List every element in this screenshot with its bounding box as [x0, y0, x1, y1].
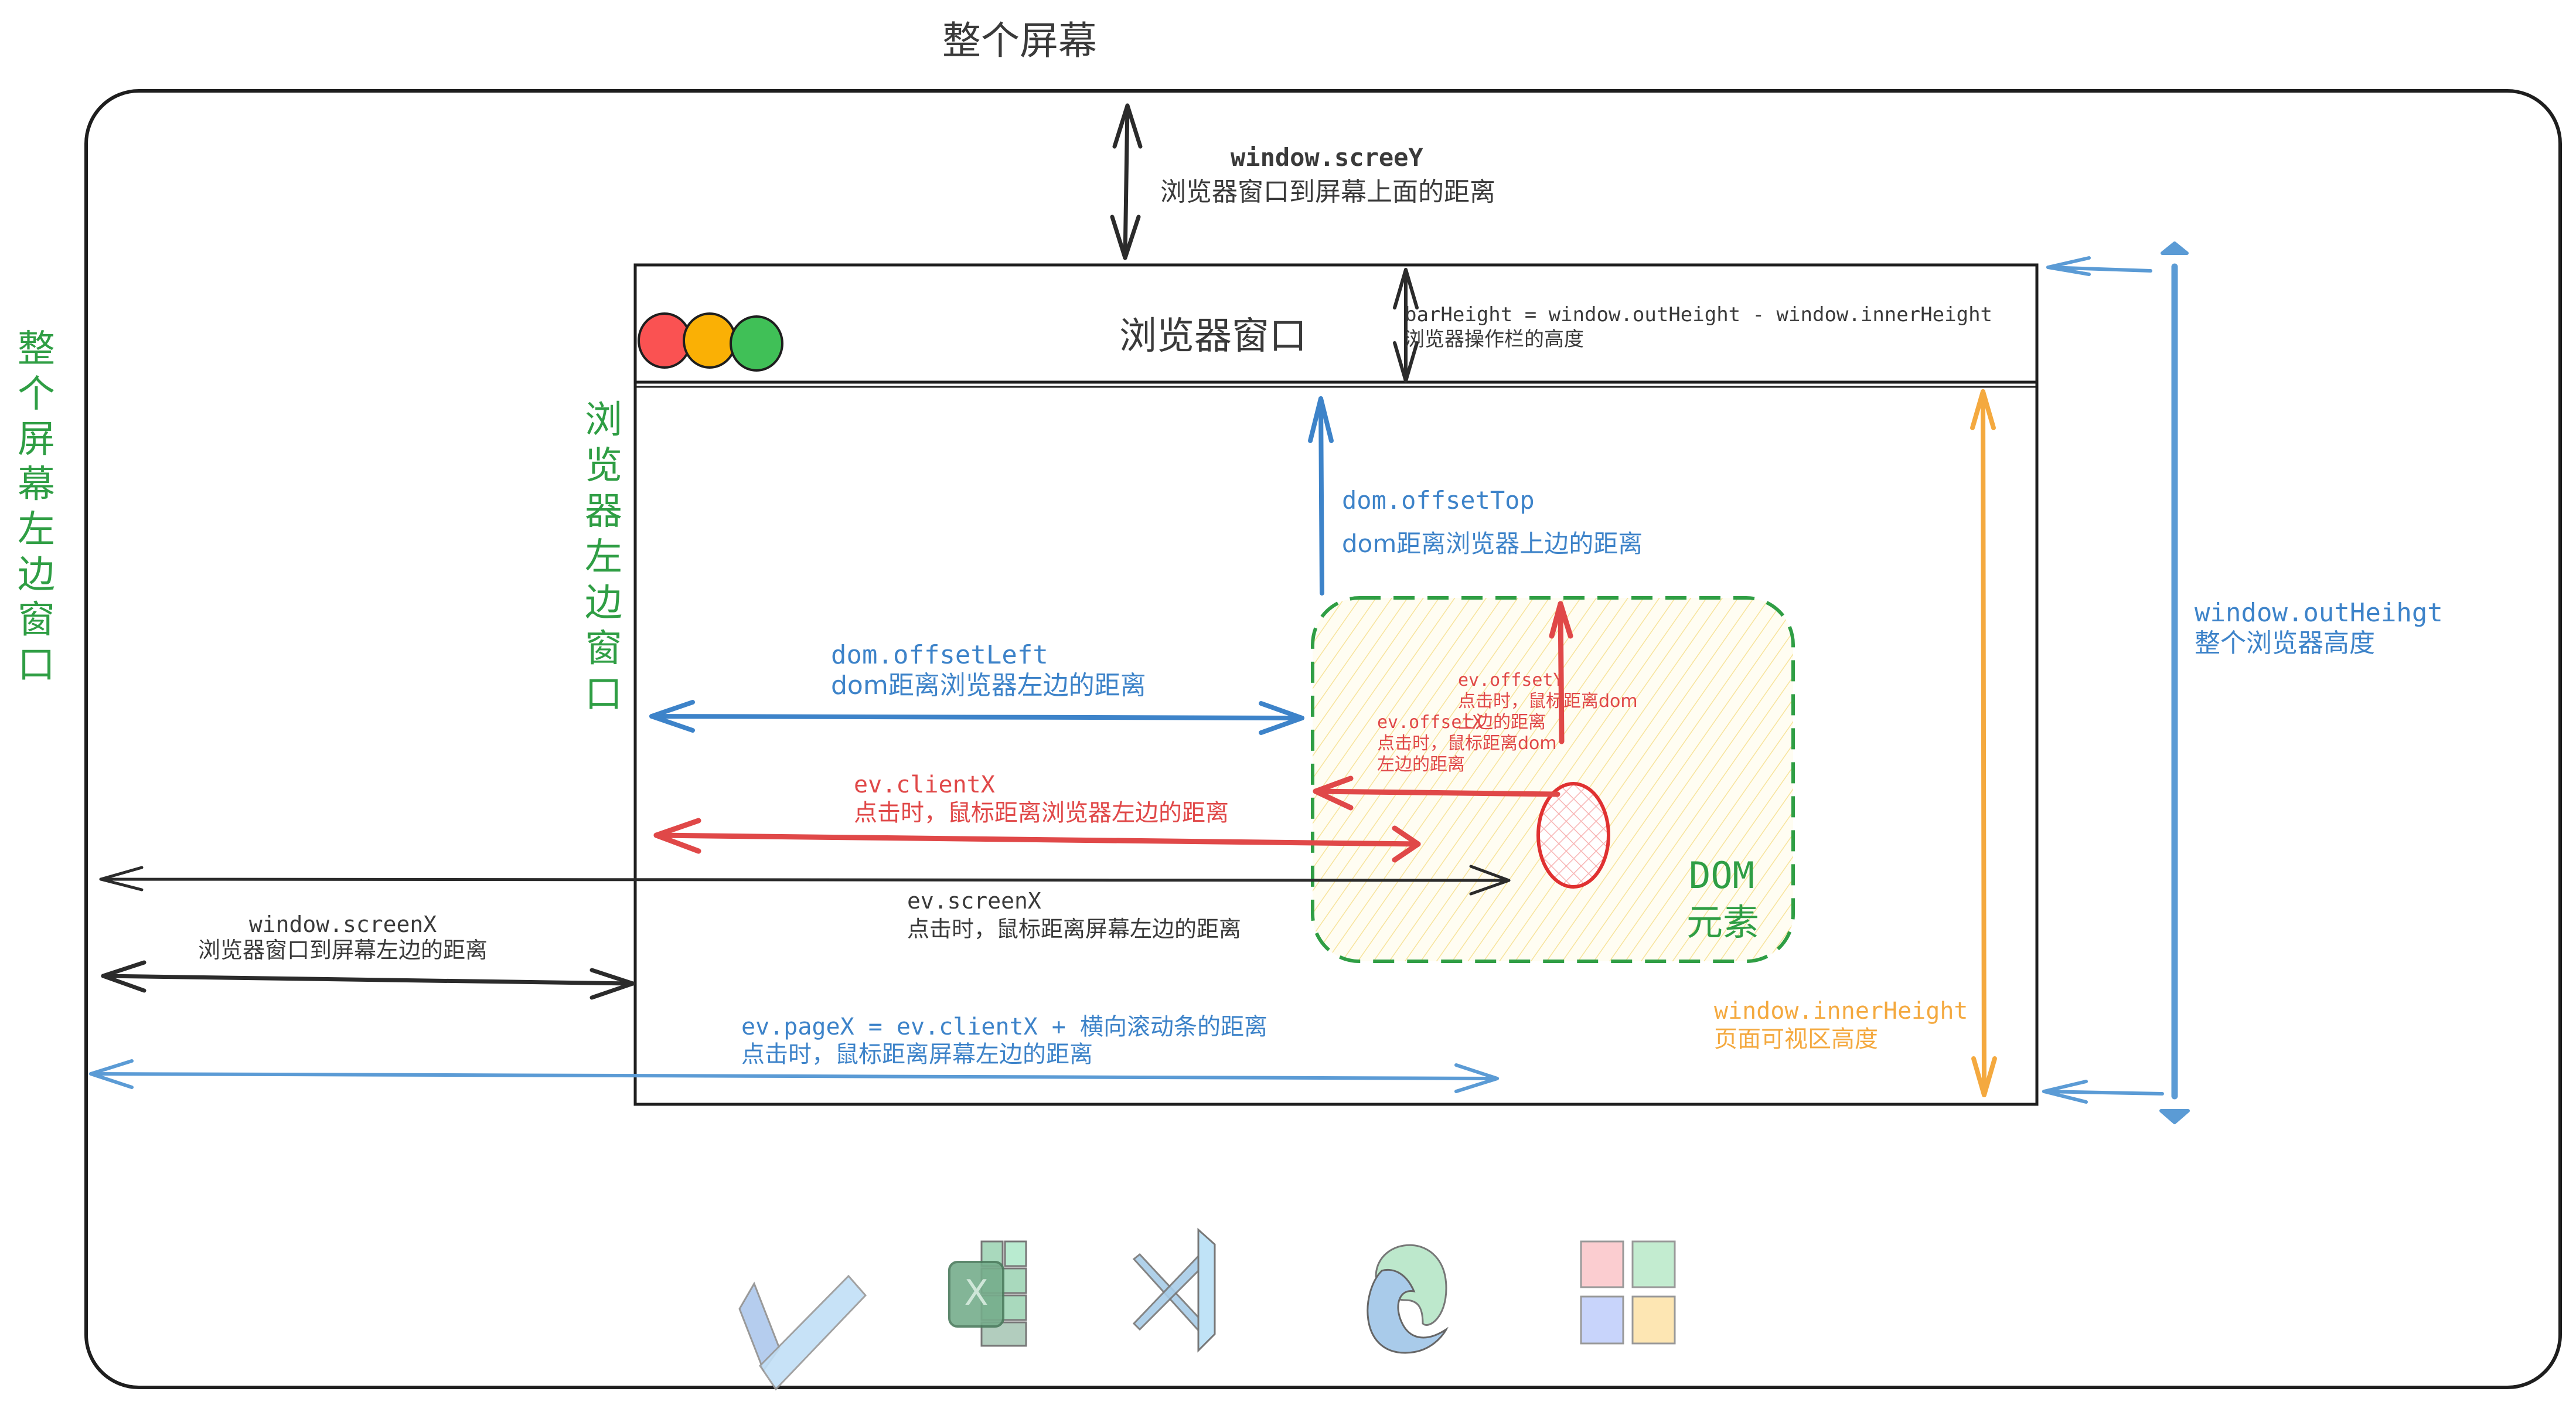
offsetX-code: ev.offsetX [1377, 712, 1483, 733]
outHeight-code: window.outHeihgt [2195, 598, 2443, 628]
screen-left-char: 窗 [18, 598, 55, 642]
offsetY-code: ev.offsetY [1458, 670, 1564, 690]
click-point[interactable] [1536, 782, 1610, 889]
pageX-desc: 点击时，鼠标距离屏幕左边的距离 [741, 1041, 1093, 1068]
offsetX-arrow [1313, 775, 1560, 811]
clientX-arrow [653, 818, 1421, 863]
offsetTop-desc: dom距离浏览器上边的距离 [1342, 529, 1643, 558]
outHeight-guide-bottom [2042, 1080, 2164, 1104]
svg-text:X: X [964, 1273, 988, 1314]
outHeight-guide-top [2046, 256, 2152, 276]
barHeight-code: barHeight = window.outHeight - window.in… [1405, 303, 1992, 326]
browser-window-frame [633, 263, 2039, 1106]
pageX-code: ev.pageX = ev.clientX + 横向滚动条的距离 [741, 1013, 1267, 1040]
innerHeight-desc: 页面可视区高度 [1714, 1026, 1878, 1053]
traffic-light-maximize[interactable] [730, 315, 783, 372]
pageX-arrow [89, 1059, 1499, 1093]
screen-left-label: 整 个 屏 幕 左 边 窗 口 [18, 328, 55, 687]
innerHeight-code: window.innerHeight [1714, 998, 1968, 1025]
windows-icon[interactable] [1580, 1240, 1676, 1345]
window-screenX-desc: 浏览器窗口到屏幕左边的距离 [198, 937, 488, 963]
outHeight-desc: 整个浏览器高度 [2195, 628, 2375, 658]
screenY-code: window.screeY [1231, 143, 1423, 172]
dom-element-label-line2: 元素 [1686, 901, 1759, 944]
window-screenX-arrow [101, 960, 635, 1000]
screenY-desc: 浏览器窗口到屏幕上面的距离 [1160, 177, 1495, 207]
browser-window: 浏览器窗口 [633, 263, 2039, 1106]
dom-element-box[interactable] [1311, 596, 1795, 963]
screen-left-char: 屏 [18, 418, 55, 461]
screen-left-char: 边 [18, 553, 55, 597]
traffic-light-close[interactable] [638, 312, 691, 369]
offsetX-desc2: 左边的距离 [1377, 754, 1465, 775]
browser-left-char: 口 [585, 673, 622, 716]
barHeight-arrow [1393, 268, 1419, 383]
barHeight-desc: 浏览器操作栏的高度 [1405, 328, 1584, 351]
ev-screenX-code: ev.screenX [907, 888, 1041, 914]
edge-icon[interactable] [1367, 1244, 1449, 1354]
browser-left-char: 器 [585, 490, 622, 533]
browser-left-label: 浏 览 器 左 边 窗 口 [585, 399, 622, 716]
offsetTop-code: dom.offsetTop [1342, 486, 1535, 515]
offsetLeft-desc: dom距离浏览器左边的距离 [831, 671, 1146, 700]
vscode-icon[interactable] [1132, 1227, 1216, 1353]
browser-left-char: 窗 [585, 627, 622, 671]
browser-left-char: 览 [585, 444, 622, 488]
window-screenX-code: window.screenX [249, 911, 437, 937]
offsetY-desc2: 上边的距离 [1458, 712, 1546, 733]
clientX-code: ev.clientX [854, 771, 995, 798]
innerHeight-arrow [1970, 389, 1997, 1097]
traffic-light-minimize[interactable] [683, 312, 737, 369]
screen-left-char: 左 [18, 508, 55, 552]
offsetTop-arrow [1308, 396, 1334, 596]
screenY-arrow [1110, 103, 1143, 260]
dom-element-label-line1: DOM [1689, 854, 1754, 897]
todo-check-icon[interactable] [738, 1274, 867, 1391]
browser-left-char: 左 [585, 536, 622, 579]
screen-title: 整个屏幕 [942, 18, 1097, 63]
offsetX-desc1: 点击时，鼠标距离dom [1377, 733, 1557, 754]
offsetLeft-code: dom.offsetLeft [831, 640, 1048, 670]
screen-left-char: 整 [18, 328, 55, 371]
excel-icon[interactable]: X [948, 1240, 1027, 1347]
offsetY-desc1: 点击时，鼠标距离dom [1458, 691, 1638, 712]
browser-left-char: 浏 [585, 399, 622, 442]
ev-screenX-desc: 点击时，鼠标距离屏幕左边的距离 [907, 916, 1241, 942]
browser-left-char: 边 [585, 581, 622, 625]
screen-left-char: 口 [18, 644, 55, 687]
offsetLeft-arrow [649, 700, 1304, 735]
screen-left-char: 个 [18, 373, 55, 416]
ev-screenX-arrow [99, 865, 1511, 896]
offsetY-arrow [1549, 601, 1573, 744]
browser-window-title: 浏览器窗口 [1119, 315, 1307, 358]
screen-frame [84, 89, 2562, 1389]
screen-left-char: 幕 [18, 463, 55, 506]
clientX-desc: 点击时，鼠标距离浏览器左边的距离 [854, 800, 1229, 826]
taskbar: X [738, 1227, 1676, 1391]
outHeight-arrow [2159, 241, 2190, 1124]
